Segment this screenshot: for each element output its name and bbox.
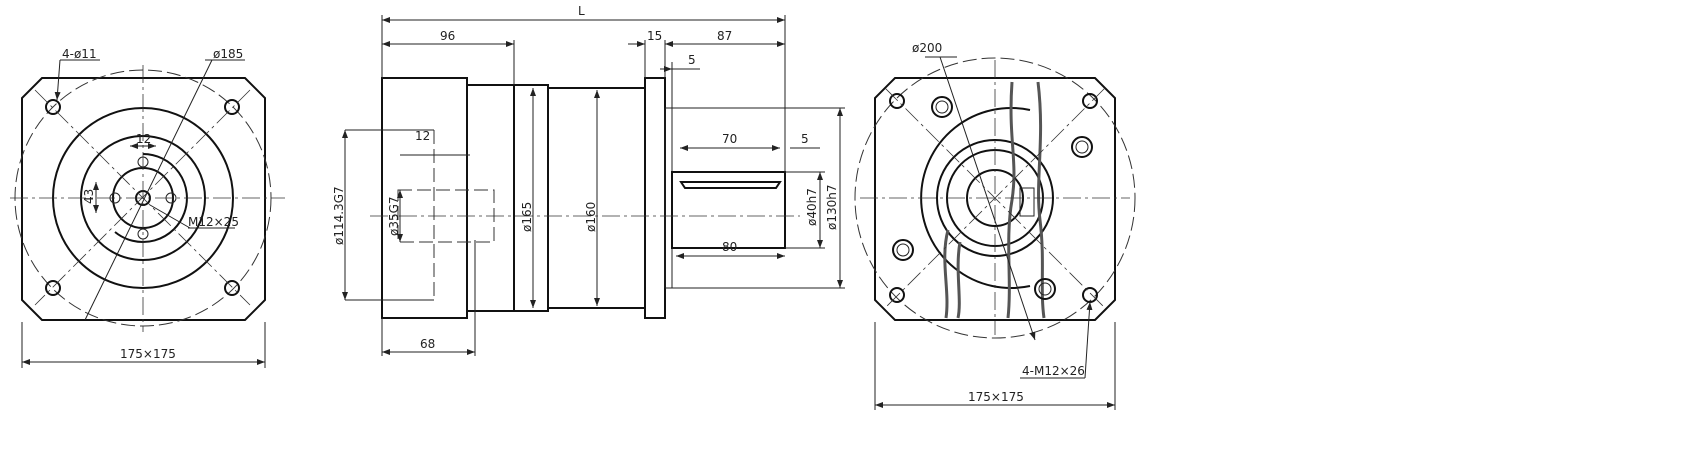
key-width-label: 12 [136, 132, 151, 146]
shaft-dia-label: ø40h7 [805, 188, 819, 226]
front-view: 4-ø11 ø185 12 43 M12×25 175×175 [10, 47, 285, 368]
hole-label: 4-ø11 [62, 47, 97, 61]
flange-outline [21, 77, 266, 321]
dia-165-label: ø165 [520, 202, 534, 232]
output-shaft [671, 171, 786, 249]
shoulder-label: 5 [688, 53, 696, 67]
dia-160-label: ø160 [584, 202, 598, 232]
pilot-dia-label: ø130h7 [825, 185, 839, 231]
input-bore-label: ø35G7 [387, 196, 401, 236]
mounting-holes [45, 99, 240, 296]
flange-thickness-label: 15 [647, 29, 662, 43]
key-length-label: 70 [722, 132, 737, 146]
rear-view: ø200 4-M12×26 175×175 [854, 41, 1136, 410]
shaft-usable-label: 80 [722, 240, 737, 254]
pcd-label: ø185 [213, 47, 243, 61]
total-length-label: L [578, 4, 585, 18]
pcd-label: ø200 [912, 41, 942, 55]
size-label: 175×175 [120, 347, 176, 361]
side-view: L 96 15 87 5 12 ø114.3G7 ø35G7 ø165 ø160… [332, 4, 845, 356]
thread-label: M12×25 [188, 215, 239, 229]
body-length-label: 96 [440, 29, 455, 43]
shaft-length-label: 87 [717, 29, 732, 43]
input-depth-label: 12 [415, 129, 430, 143]
key [679, 181, 782, 189]
key-height-label: 43 [82, 189, 96, 204]
motor-adapter-label: 68 [420, 337, 435, 351]
input-bore-outer-label: ø114.3G7 [332, 186, 346, 245]
key-offset-label: 5 [801, 132, 809, 146]
thread-label: 4-M12×26 [1022, 364, 1085, 378]
size-label: 175×175 [968, 390, 1024, 404]
